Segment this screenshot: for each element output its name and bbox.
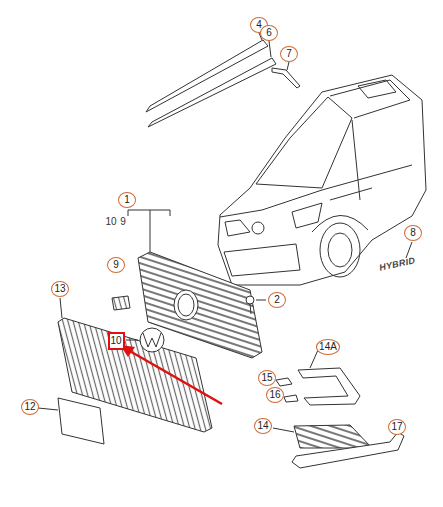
callout-number: 8 <box>404 225 422 241</box>
callout-number: 10 <box>105 216 116 228</box>
callout-number: 6 <box>260 25 278 41</box>
callout-number: 13 <box>51 281 69 297</box>
badge-text: HYBRID <box>378 255 416 274</box>
callout-number: 2 <box>268 292 286 308</box>
callout-number: 7 <box>280 46 298 62</box>
callout-number: 17 <box>388 419 406 435</box>
callout-number: 9 <box>107 257 125 273</box>
callout-number: 9 <box>120 216 126 228</box>
callout-number: 12 <box>21 399 39 415</box>
callout-number: 16 <box>266 387 284 403</box>
callout-number: 1 <box>118 192 136 208</box>
callout-number: 14A <box>316 339 340 355</box>
callout-number: 14 <box>254 418 272 434</box>
callout-number: 10 <box>108 332 125 350</box>
callout-number: 15 <box>258 370 276 386</box>
